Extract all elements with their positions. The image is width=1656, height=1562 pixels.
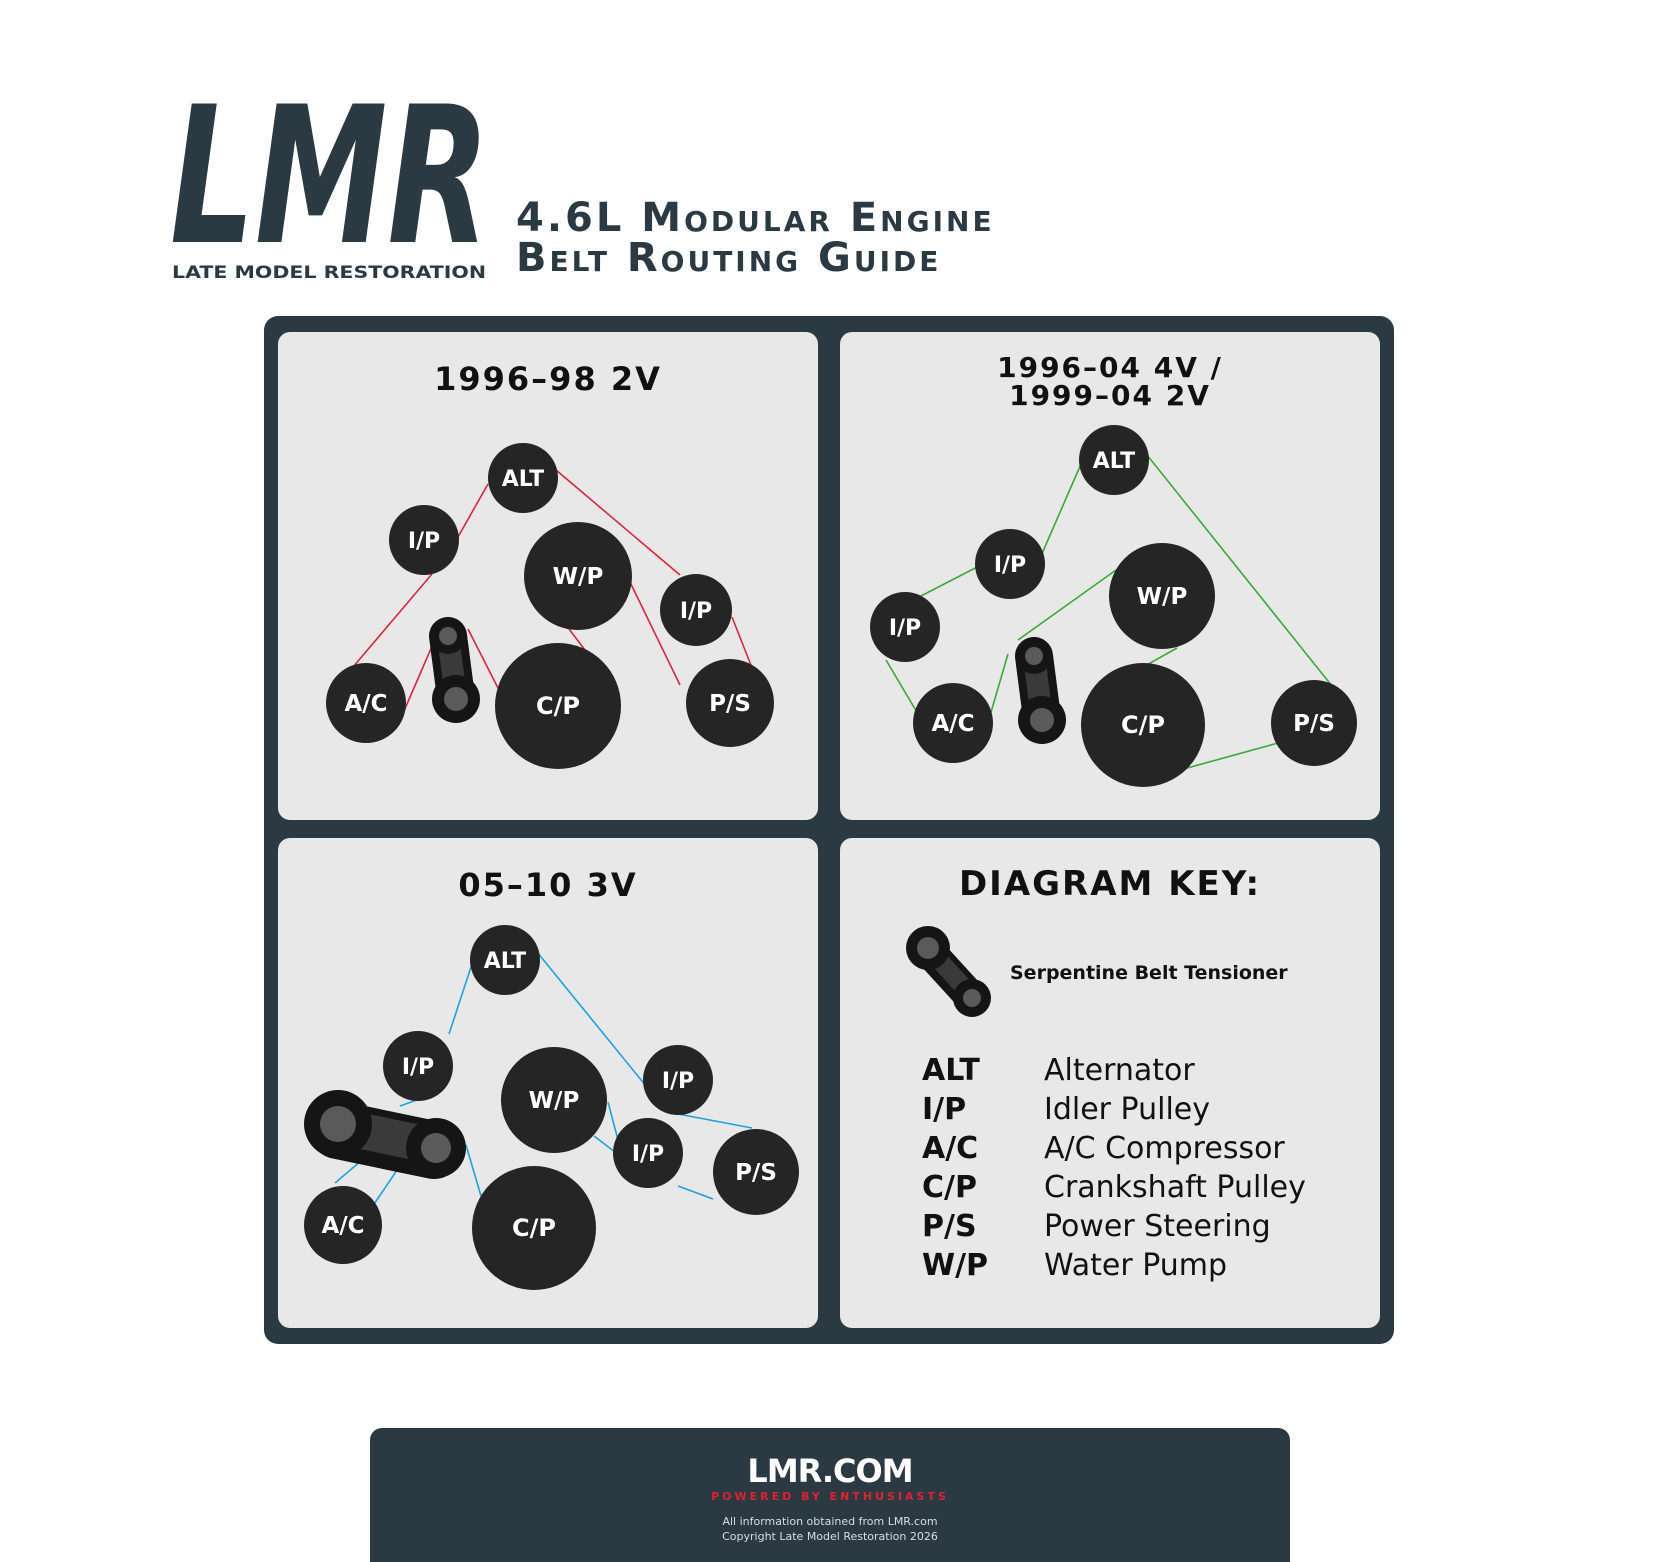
svg-text:C/P: C/P	[536, 692, 580, 720]
pulley-alt: ALT	[488, 443, 558, 513]
pulley-wp: W/P	[501, 1047, 607, 1153]
panel-1996-98-2v: 1996–98 2V ALT I/P W/P I/P A/C	[278, 332, 818, 820]
panel-05-10-3v: 05–10 3V ALT I/P W/P I/P	[278, 838, 818, 1328]
belt-tensioner-icon	[429, 617, 480, 723]
pulley-ps: P/S	[686, 659, 774, 747]
pulley-wp: W/P	[524, 522, 632, 630]
svg-text:I/P: I/P	[402, 1055, 434, 1080]
svg-text:W/P: W/P	[553, 564, 604, 590]
svg-text:A/C: A/C	[321, 1213, 364, 1239]
panel-title: 05–10 3V	[458, 866, 638, 904]
key-abbr: W/P	[922, 1248, 989, 1283]
panel-title-line-1: 1996–04 4V /	[997, 351, 1223, 384]
pulley-alt: ALT	[470, 925, 540, 995]
key-abbr: ALT	[922, 1053, 980, 1088]
title-line-2: Belt Routing Guide	[516, 235, 942, 281]
pulley-wp: W/P	[1109, 543, 1215, 649]
svg-text:I/P: I/P	[632, 1142, 664, 1167]
belt-tensioner-icon	[1015, 637, 1066, 744]
key-title: DIAGRAM KEY:	[958, 864, 1262, 904]
key-abbr: I/P	[922, 1092, 967, 1127]
key-abbr: A/C	[922, 1131, 979, 1166]
diagram-frame: 1996–98 2V ALT I/P W/P I/P A/C	[264, 316, 1394, 1344]
belt-green	[885, 449, 1333, 771]
key-desc: Power Steering	[1044, 1209, 1271, 1244]
pulley-cp: C/P	[1081, 663, 1205, 787]
svg-text:C/P: C/P	[1121, 711, 1165, 739]
pulley-alt: ALT	[1079, 425, 1149, 495]
svg-text:C/P: C/P	[512, 1214, 556, 1242]
panel-title-line-2: 1999–04 2V	[1009, 379, 1211, 412]
panel-title: 1996–98 2V	[434, 360, 662, 398]
footer-note: All information obtained from LMR.com Co…	[370, 1514, 1290, 1544]
key-desc: Alternator	[1044, 1053, 1195, 1088]
svg-text:P/S: P/S	[735, 1160, 777, 1186]
svg-text:ALT: ALT	[502, 467, 544, 492]
footer-note-line-1: All information obtained from LMR.com	[722, 1515, 938, 1528]
pulley-cp: C/P	[495, 643, 621, 769]
svg-text:I/P: I/P	[994, 553, 1026, 578]
panel-diagram-key: DIAGRAM KEY: Serpentine Belt Tensioner A…	[840, 838, 1380, 1328]
page-title: 4.6L Modular Engine Belt Routing Guide	[516, 198, 995, 278]
svg-text:I/P: I/P	[662, 1069, 694, 1094]
svg-text:I/P: I/P	[408, 529, 440, 554]
lmr-logo: LMR LATE MODEL RESTORATION	[170, 66, 500, 287]
svg-text:ALT: ALT	[1093, 449, 1135, 474]
pulley-ac: A/C	[304, 1186, 382, 1264]
pulley-ip: I/P	[660, 574, 732, 646]
title-line-1: 4.6L Modular Engine	[516, 195, 995, 241]
footer: LMR.COM POWERED BY ENTHUSIASTS All infor…	[370, 1428, 1290, 1562]
svg-text:W/P: W/P	[529, 1088, 580, 1114]
routing-diagram-4v: ALT I/P W/P I/P A/C C/P P/S	[870, 425, 1357, 787]
lmr-logo-mark: LMR LATE MODEL RESTORATION	[170, 66, 490, 287]
footer-note-line-2: Copyright Late Model Restoration 2026	[722, 1530, 938, 1543]
key-desc: A/C Compressor	[1044, 1131, 1285, 1166]
pulley-ac: A/C	[326, 663, 406, 743]
key-desc: Idler Pulley	[1044, 1092, 1211, 1127]
pulley-ac: A/C	[913, 683, 993, 763]
pulley-ip: I/P	[870, 592, 940, 662]
svg-text:I/P: I/P	[889, 616, 921, 641]
svg-text:P/S: P/S	[1293, 711, 1335, 737]
footer-tagline: POWERED BY ENTHUSIASTS	[711, 1490, 949, 1503]
logo-subtext: LATE MODEL RESTORATION	[172, 263, 486, 282]
svg-text:A/C: A/C	[931, 711, 974, 737]
footer-logo[interactable]: LMR.COM	[747, 1452, 913, 1490]
routing-diagram-2v: ALT I/P W/P I/P A/C C/P P/S	[326, 443, 774, 769]
belt-tensioner-icon	[906, 926, 991, 1017]
key-desc: Crankshaft Pulley	[1044, 1170, 1306, 1205]
panel-1996-04-4v-1999-04-2v: 1996–04 4V / 1999–04 2V ALT I/P W/P I/	[840, 332, 1380, 820]
pulley-cp: C/P	[472, 1166, 596, 1290]
pulley-ip: I/P	[613, 1118, 683, 1188]
key-desc: Water Pump	[1044, 1248, 1228, 1283]
pulley-ip: I/P	[643, 1045, 713, 1115]
svg-text:P/S: P/S	[709, 691, 751, 717]
pulley-ip: I/P	[389, 505, 459, 575]
svg-text:W/P: W/P	[1137, 584, 1188, 610]
pulley-ps: P/S	[1271, 680, 1357, 766]
panel-title: 1996–04 4V / 1999–04 2V	[840, 354, 1380, 410]
pulley-ip: I/P	[975, 529, 1045, 599]
key-abbr: P/S	[922, 1209, 977, 1244]
key-abbr: C/P	[922, 1170, 977, 1205]
svg-text:ALT: ALT	[484, 949, 526, 974]
svg-text:A/C: A/C	[344, 691, 387, 717]
routing-diagram-3v: ALT I/P W/P I/P I/P P/S A/C C/P	[304, 925, 799, 1290]
logo-text: LMR	[170, 82, 490, 282]
pulley-ip: I/P	[383, 1031, 453, 1101]
belt-tensioner-icon	[304, 1090, 466, 1179]
svg-text:I/P: I/P	[680, 599, 712, 624]
tensioner-label: Serpentine Belt Tensioner	[1010, 962, 1288, 984]
pulley-ps: P/S	[713, 1129, 799, 1215]
